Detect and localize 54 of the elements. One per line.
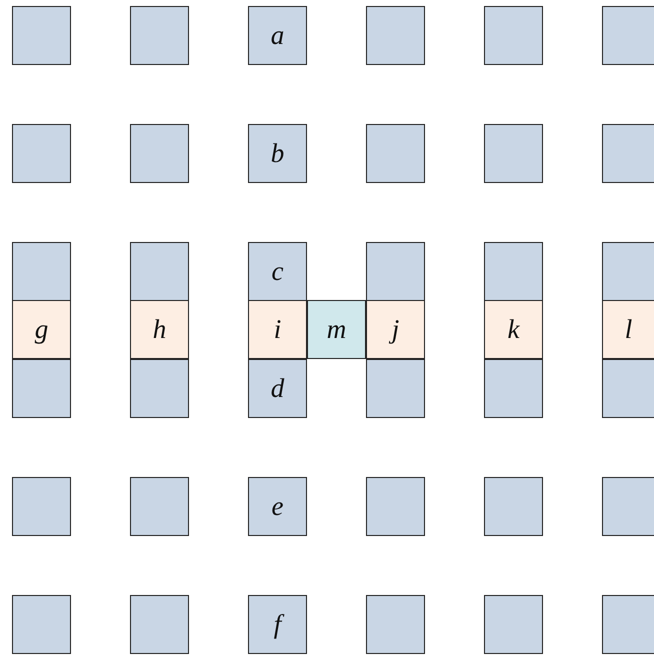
- letter-box: [248, 300, 307, 359]
- box-letter: l: [624, 314, 632, 345]
- square-box: [130, 6, 189, 65]
- box-letter: g: [34, 314, 48, 345]
- letter-box: [248, 595, 307, 654]
- square-box: [12, 359, 71, 418]
- square-box: [602, 359, 654, 418]
- box-letter: i: [274, 314, 282, 345]
- letter-box: [248, 359, 307, 418]
- square-box: [602, 124, 654, 183]
- square-box: [484, 124, 543, 183]
- square-box: [12, 477, 71, 536]
- box-letter: a: [270, 20, 284, 51]
- square-box: [484, 477, 543, 536]
- letter-box: [248, 6, 307, 65]
- square-box: [484, 359, 543, 418]
- square-box: [366, 242, 425, 301]
- square-box: [484, 242, 543, 301]
- letter-box: [602, 300, 654, 359]
- box-letter: d: [270, 373, 284, 404]
- square-box: [130, 477, 189, 536]
- box-letter: e: [272, 491, 284, 522]
- square-box: [484, 595, 543, 654]
- square-box: [602, 6, 654, 65]
- square-box: [366, 6, 425, 65]
- letter-box: [248, 242, 307, 301]
- square-box: [484, 6, 543, 65]
- square-box: [12, 242, 71, 301]
- square-box: [12, 595, 71, 654]
- letter-box: [307, 300, 366, 359]
- square-box: [602, 477, 654, 536]
- square-box: [366, 124, 425, 183]
- box-letter: k: [508, 314, 520, 345]
- letter-box: [248, 124, 307, 183]
- box-letter: c: [272, 256, 284, 287]
- square-box: [130, 124, 189, 183]
- square-box: [602, 595, 654, 654]
- letter-box: [130, 300, 189, 359]
- letter-box: [484, 300, 543, 359]
- box-letter: m: [326, 314, 346, 345]
- letter-box: [12, 300, 71, 359]
- square-box: [366, 477, 425, 536]
- square-box: [130, 242, 189, 301]
- square-box: [602, 242, 654, 301]
- letter-box: [366, 300, 425, 359]
- square-box: [12, 124, 71, 183]
- square-box: [12, 6, 71, 65]
- letter-box: [248, 477, 307, 536]
- square-box: [130, 595, 189, 654]
- box-letter: b: [270, 138, 284, 169]
- square-box: [366, 595, 425, 654]
- box-letter: h: [152, 314, 166, 345]
- square-box: [130, 359, 189, 418]
- square-box: [366, 359, 425, 418]
